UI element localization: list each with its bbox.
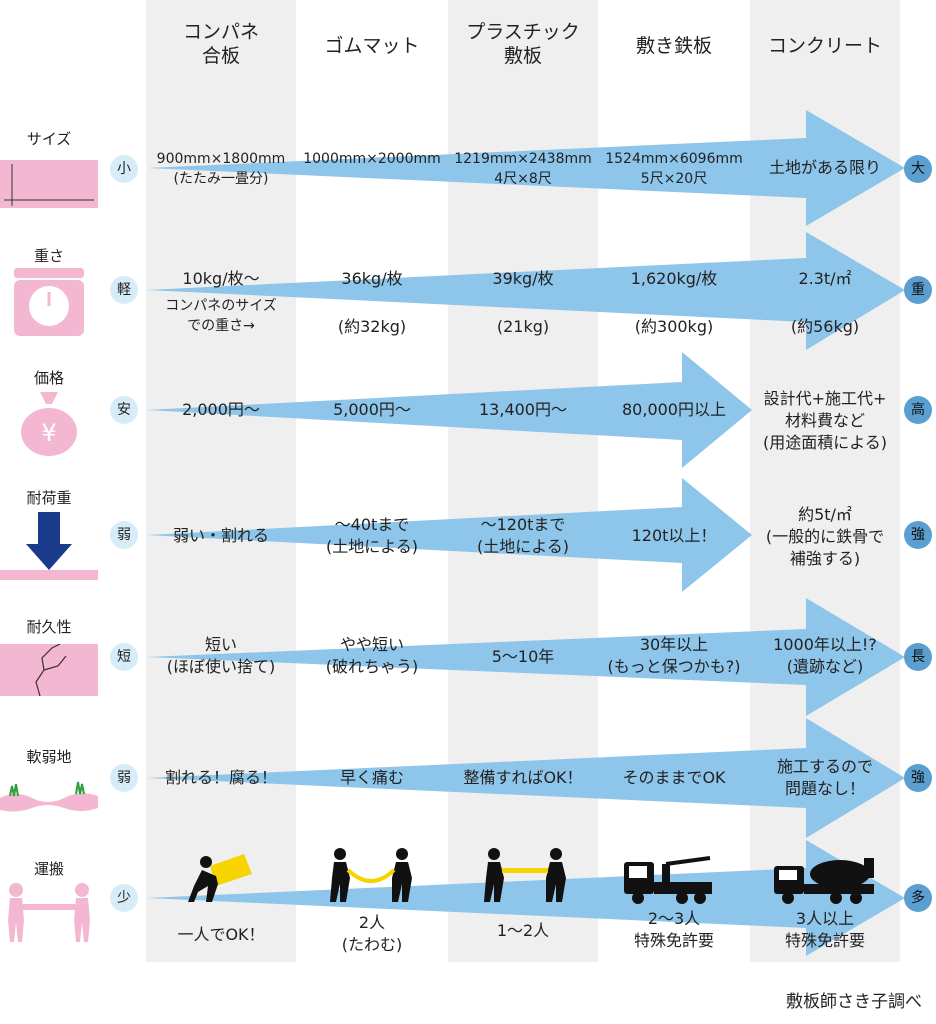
crane-truck-icon	[624, 856, 712, 904]
high-circle: 大	[904, 155, 932, 183]
high-circle: 多	[904, 884, 932, 912]
column-header-steel-plate: 敷き鉄板	[635, 35, 712, 57]
low-circle: 弱	[110, 521, 138, 549]
soft-ground-arrow	[147, 718, 905, 838]
cell: 1524mm×6096mm 5尺×20尺	[605, 151, 743, 187]
high-circle: 強	[904, 521, 932, 549]
cell: そのままでOK	[622, 768, 726, 787]
cell: 一人でOK！	[177, 925, 265, 944]
cell: 整備すればOK！	[463, 768, 583, 787]
row-label-soft-ground: 軟弱地	[26, 748, 72, 766]
cell: 2人 (たわむ)	[341, 913, 403, 954]
cell-note: (約300kg)	[634, 317, 714, 336]
low-circle: 安	[110, 396, 138, 424]
row-label-size: サイズ	[26, 130, 72, 148]
cell: 13,400円〜	[479, 400, 567, 419]
cell-note: (21kg)	[496, 317, 550, 336]
cell: 1,620kg/枚	[630, 269, 718, 288]
money-bag-icon: ¥	[21, 392, 77, 456]
cell: 900mm×1800mm (たたみ一畳分)	[156, 151, 286, 187]
high-circle: 高	[904, 396, 932, 424]
scale-icon	[14, 268, 84, 336]
column-header-rubber-mat: ゴムマット	[324, 35, 420, 57]
cell: 割れる！腐る！	[164, 768, 277, 787]
size-arrow	[147, 110, 905, 226]
cell: 1000年以上!? (遺跡など)	[773, 635, 877, 676]
cell: 2,000円〜	[182, 400, 260, 419]
weight-arrow	[147, 232, 905, 350]
cell: 短い (ほぼ使い捨て)	[166, 635, 276, 676]
cell: 土地がある限り	[768, 158, 881, 177]
person-carrying-board-icon	[188, 854, 252, 902]
cell: 約5t/㎡ (一般的に鉄骨で 補強する)	[765, 505, 885, 568]
cell: 80,000円以上	[622, 400, 726, 419]
cell: 早く痛む	[339, 768, 404, 787]
price-arrow	[147, 352, 752, 468]
cracked-sheet-icon	[0, 644, 98, 696]
svg-text:¥: ¥	[41, 419, 56, 447]
credit-text: 敷板師さき子調べ	[786, 992, 922, 1012]
cell: 120t以上！	[631, 526, 717, 545]
cell: やや短い (破れちゃう)	[325, 635, 419, 676]
row-label-weight: 重さ	[33, 247, 64, 265]
column-header-plastic-board: プラスチック 敷板	[466, 21, 580, 67]
cell: 10kg/枚〜	[182, 269, 260, 288]
sheet-size-icon	[0, 160, 98, 208]
column-stripe	[146, 0, 296, 962]
row-label-price: 価格	[33, 369, 64, 387]
low-circle: 弱	[110, 764, 138, 792]
cell: 3人以上 特殊免許要	[784, 909, 865, 950]
row-label-transport: 運搬	[33, 860, 64, 878]
low-circle: 軽	[110, 276, 138, 304]
load-arrow	[147, 478, 752, 592]
cell: 30年以上 (もっと保つかも?)	[607, 635, 741, 676]
high-circle: 長	[904, 643, 932, 671]
low-circle: 小	[110, 155, 138, 183]
cell: 〜120tまで (土地による)	[476, 515, 569, 556]
durability-arrow	[147, 598, 905, 716]
two-people-board-icon	[484, 848, 566, 902]
cell: 設計代+施工代+ 材料費など (用途面積による)	[762, 389, 887, 452]
column-header-concrete: コンクリート	[767, 35, 882, 57]
carry-people-icon	[8, 883, 90, 942]
load-arrow-icon	[0, 512, 98, 580]
column-header-plywood: コンパネ 合板	[182, 21, 259, 67]
cell: 5,000円〜	[333, 400, 411, 419]
mixer-truck-icon	[774, 858, 874, 904]
cell: 1000mm×2000mm	[303, 151, 441, 167]
transport-arrow	[147, 840, 905, 956]
cell: 2〜3人 特殊免許要	[633, 909, 714, 950]
cell: 5〜10年	[491, 647, 555, 666]
high-circle: 強	[904, 764, 932, 792]
cell: 2.3t/㎡	[798, 269, 852, 288]
cell: 施工するので 問題なし！	[776, 757, 873, 798]
low-circle: 短	[110, 643, 138, 671]
row-label-durability: 耐久性	[26, 618, 72, 636]
cell: 弱い・割れる	[172, 526, 269, 545]
cell: 1〜2人	[496, 921, 550, 940]
cell-note: コンパネのサイズ での重さ→	[165, 298, 277, 334]
low-circle: 少	[110, 884, 138, 912]
cell: 〜40tまで (土地による)	[325, 515, 418, 556]
cell: 1219mm×2438mm 4尺×8尺	[454, 151, 592, 187]
two-people-mat-icon	[330, 848, 412, 902]
soft-ground-icon	[0, 781, 98, 812]
cell-note: (約32kg)	[337, 317, 407, 336]
cell: 39kg/枚	[492, 269, 554, 288]
row-label-load: 耐荷重	[26, 489, 72, 507]
high-circle: 重	[904, 276, 932, 304]
cell: 36kg/枚	[341, 269, 403, 288]
cell-note: (約56kg)	[790, 317, 860, 336]
